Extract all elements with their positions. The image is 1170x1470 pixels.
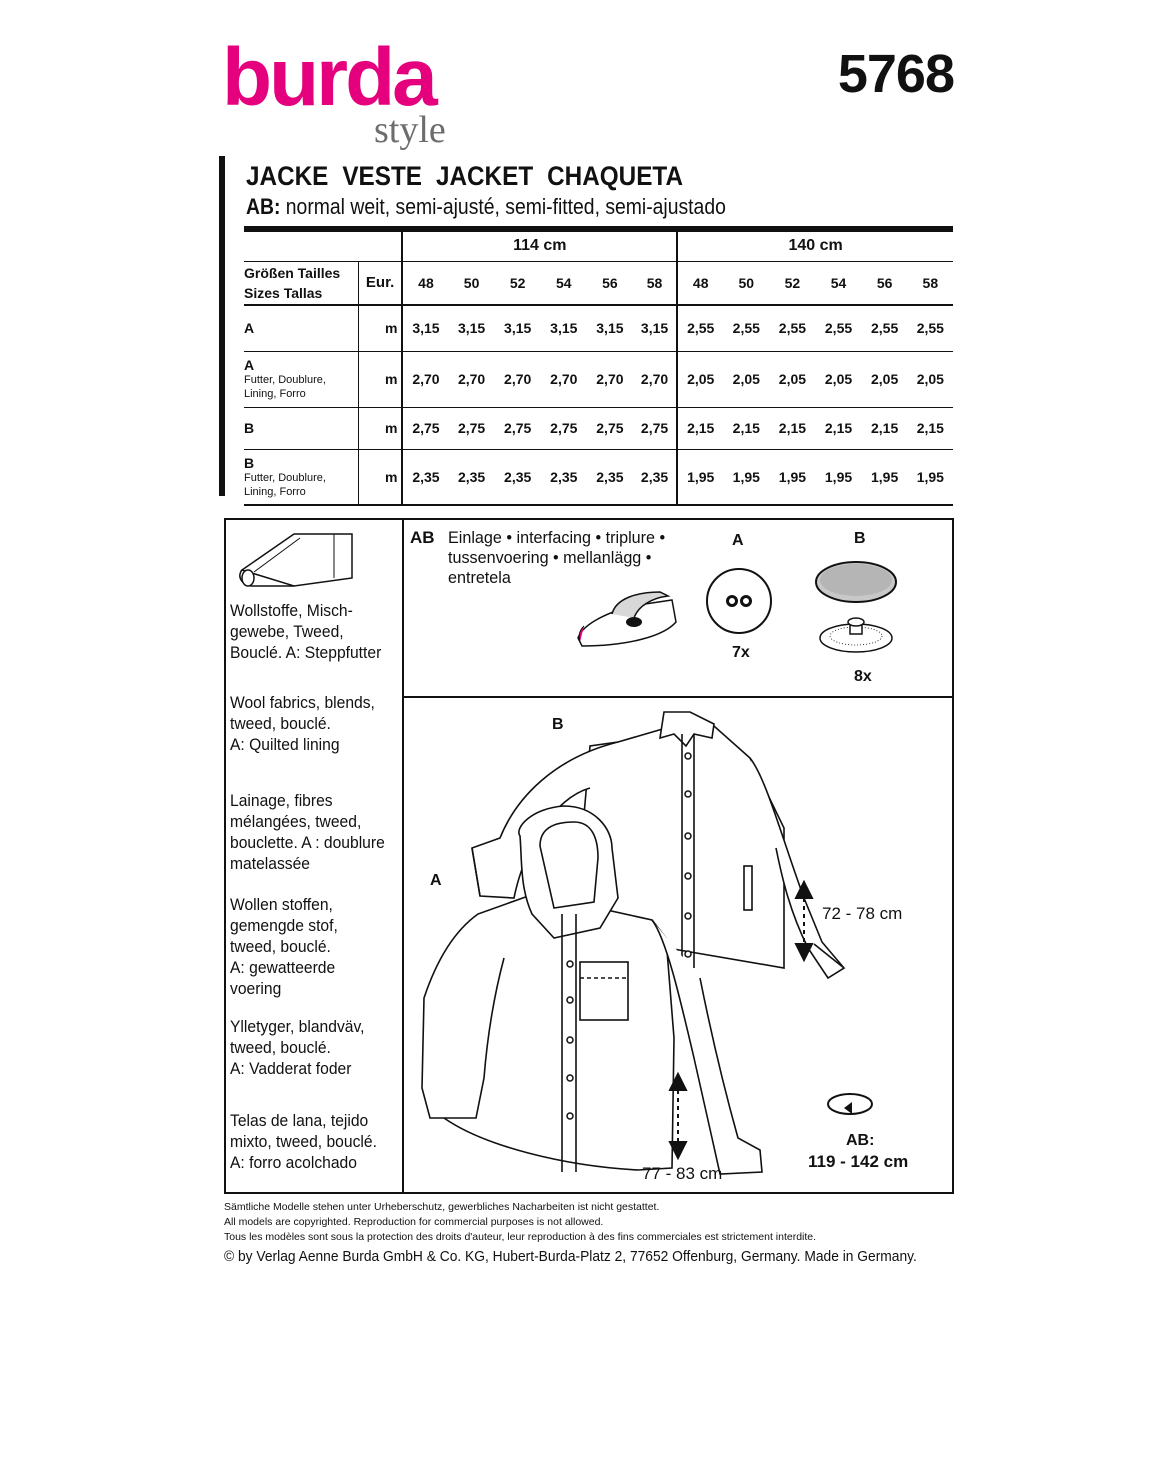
- burda-style-logo: burda style: [222, 32, 462, 151]
- fabric-text-nl: Wollen stoffen, gemengde stof, tweed, bo…: [230, 895, 338, 998]
- table-row: B m 2,75 2,75 2,75 2,75 2,75 2,75 2,15 2…: [244, 407, 953, 450]
- notions-label: AB: [410, 528, 435, 547]
- logo-burda: burda: [222, 32, 438, 123]
- garment-views: [421, 711, 873, 1175]
- interfacing-text: Einlage • interfacing • triplure • tusse…: [448, 528, 666, 587]
- size-cell: 52: [769, 261, 816, 306]
- table-row: A m 3,15 3,15 3,15 3,15 3,15 3,15 2,55 2…: [244, 305, 953, 352]
- size-cell: 50: [723, 261, 770, 306]
- size-cell: 58: [907, 261, 953, 306]
- button-b-label: B: [854, 530, 866, 547]
- button-icon: [706, 568, 772, 634]
- width-114-header: 114 cm: [401, 226, 678, 262]
- fabric-suggestions-column: Wollstoffe, Misch- gewebe, Tweed, Bouclé…: [226, 520, 404, 1192]
- fabric-bolt-icon: [239, 533, 353, 587]
- size-label: Größen Tailles Sizes Tallas: [244, 261, 359, 306]
- page-title: JACKE VESTE JACKET CHAQUETA: [246, 161, 684, 191]
- view-b-length: 72 - 78 cm: [822, 904, 903, 923]
- fabric-text-fr: Lainage, fibres mélangées, tweed, boucle…: [230, 791, 385, 873]
- view-b-label: B: [552, 716, 564, 733]
- row-note: Futter, Doublure, Lining, Forro: [244, 374, 326, 400]
- covered-button-icon: [815, 561, 897, 653]
- row-view: B: [244, 407, 359, 450]
- row-note: Futter, Doublure, Lining, Forro: [244, 471, 326, 498]
- fabric-text-sv: Ylletyger, blandväv, tweed, bouclé. A: V…: [230, 1017, 365, 1078]
- pattern-number: 5768: [837, 44, 955, 104]
- button-b-count: 8x: [854, 668, 872, 685]
- eur-label: Eur.: [357, 261, 403, 306]
- row-view: B: [244, 454, 255, 471]
- size-cell: 56: [861, 261, 908, 306]
- notions-panel: AB Einlage • interfacing • triplure • tu…: [402, 520, 952, 698]
- view-a-label: A: [430, 872, 442, 889]
- length-arrow-a: [668, 1071, 688, 1161]
- copyright-notice: Sämtliche Modelle stehen unter Urhebersc…: [224, 1201, 817, 1243]
- table-row: B Futter, Doublure, Lining, Forro m 2,35…: [244, 449, 953, 506]
- fit-description: AB: normal weit, semi-ajusté, semi-fitte…: [246, 193, 726, 221]
- length-arrow-b: [794, 879, 814, 963]
- size-cell: 56: [586, 261, 633, 306]
- jacket-b-buttons: [684, 752, 692, 958]
- info-box: Wollstoffe, Misch- gewebe, Tweed, Bouclé…: [224, 518, 954, 1194]
- size-cell: 48: [401, 261, 449, 306]
- fabric-requirements-table: 114 cm 140 cm Größen Tailles Sizes Talla…: [244, 226, 953, 506]
- width-140-header: 140 cm: [676, 226, 953, 262]
- view-a-length: 77 - 83 cm: [642, 1164, 723, 1183]
- fit-prefix: AB:: [246, 194, 281, 219]
- size-cell: 58: [632, 261, 678, 306]
- fabric-text-es: Telas de lana, tejido mixto, tweed, bouc…: [230, 1111, 377, 1172]
- fit-text: normal weit, semi-ajusté, semi-fitted, s…: [280, 194, 726, 219]
- button-a-count: 7x: [732, 644, 750, 661]
- hip-range: 119 - 142 cm: [808, 1152, 909, 1171]
- table-row: A Futter, Doublure, Lining, Forro m 2,70…: [244, 351, 953, 408]
- publisher-line: © by Verlag Aenne Burda GmbH & Co. KG, H…: [224, 1248, 917, 1265]
- row-view: A: [244, 357, 255, 373]
- jacket-a-drawing: [421, 805, 763, 1175]
- size-cell: 54: [815, 261, 862, 306]
- logo-style: style: [374, 109, 446, 151]
- hip-measure-icon: [827, 1093, 873, 1115]
- iron-icon: [577, 591, 677, 647]
- size-cell: 52: [494, 261, 541, 306]
- fabric-text-en: Wool fabrics, blends, tweed, bouclé. A: …: [230, 693, 375, 754]
- size-cell: 48: [676, 261, 724, 306]
- jacket-a-buttons: [566, 960, 574, 1120]
- button-a-label: A: [732, 532, 744, 549]
- title-bar: [219, 156, 225, 496]
- fabric-text-de: Wollstoffe, Misch- gewebe, Tweed, Bouclé…: [230, 601, 382, 662]
- row-view: A: [244, 305, 359, 352]
- hip-label: AB:: [846, 1132, 875, 1149]
- size-cell: 54: [540, 261, 587, 306]
- size-cell: 50: [448, 261, 495, 306]
